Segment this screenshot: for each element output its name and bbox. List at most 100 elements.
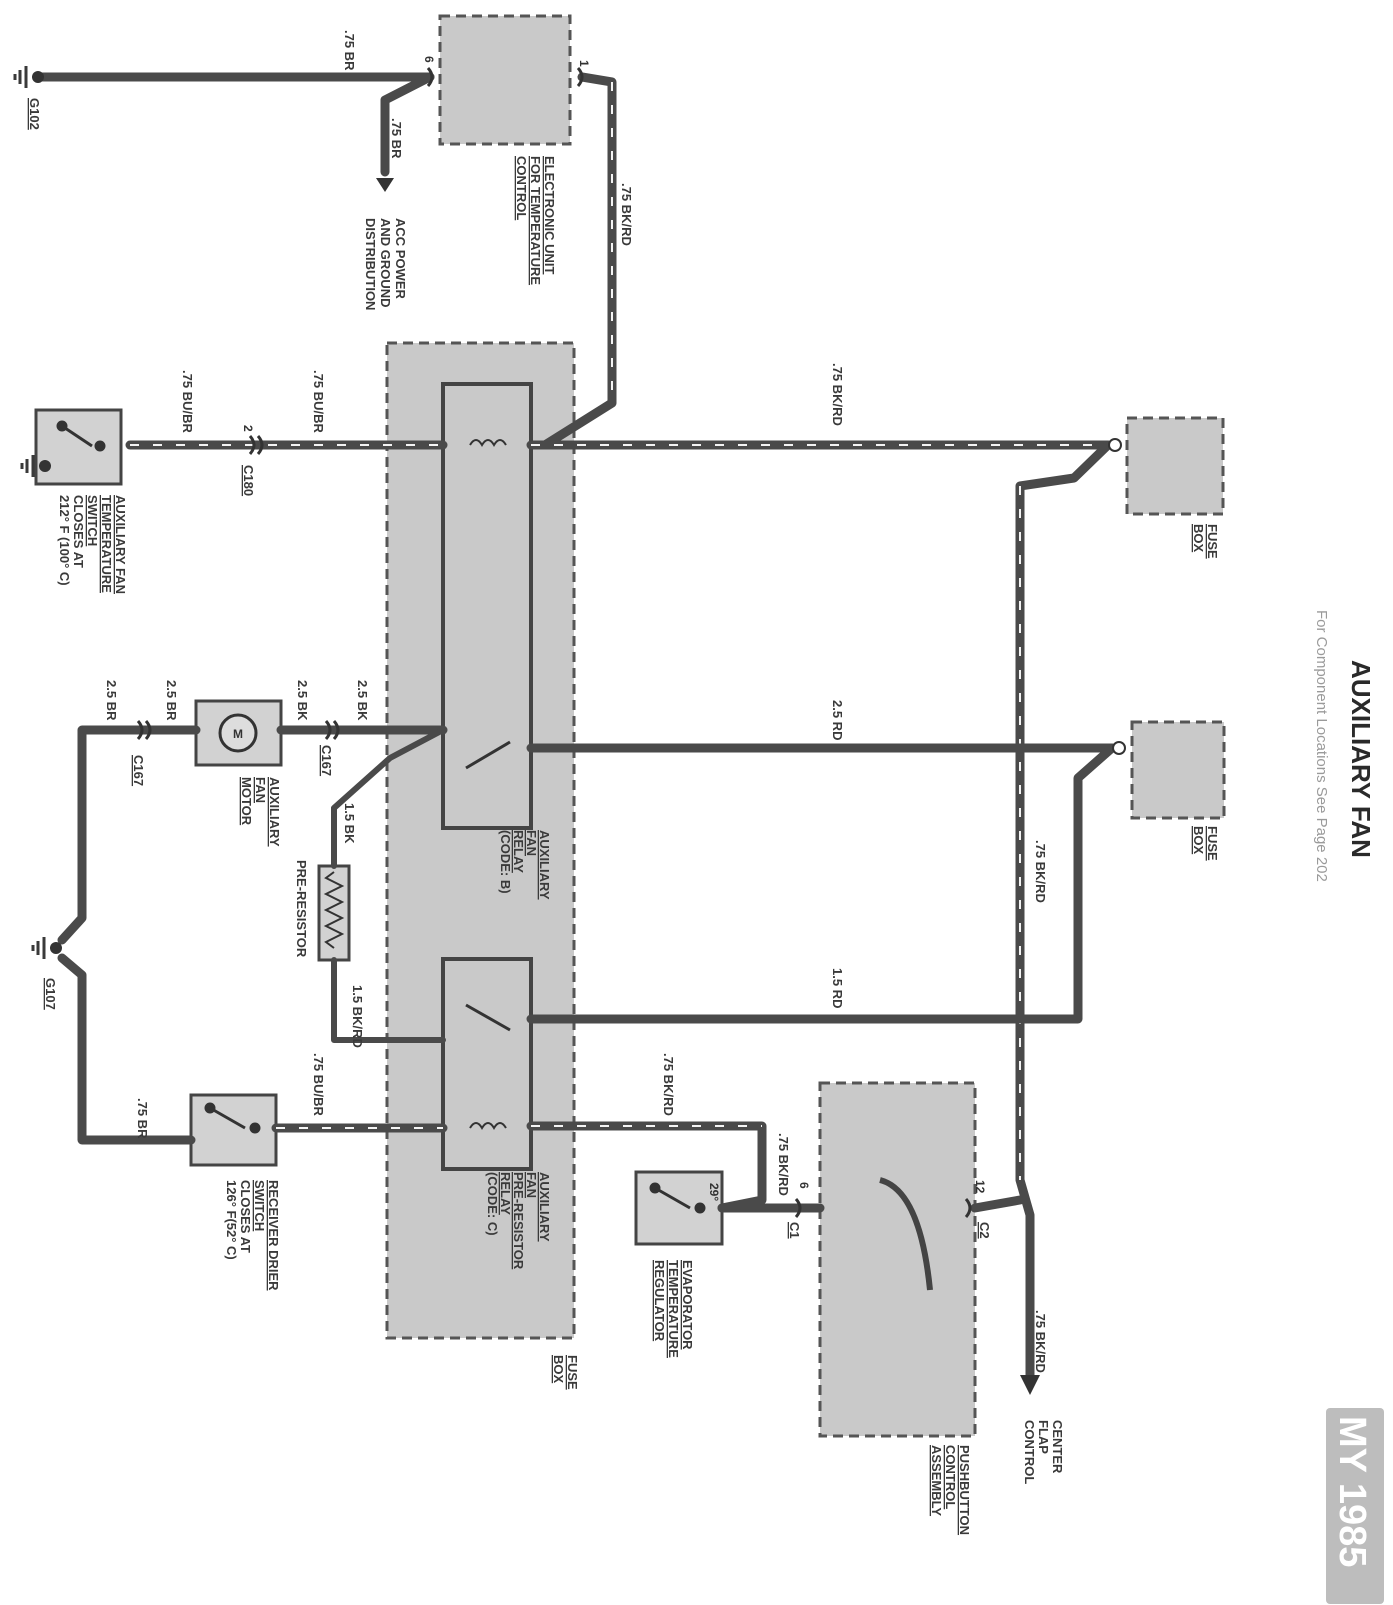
svg-text:PUSHBUTTON: PUSHBUTTON: [957, 1445, 972, 1535]
acc-power-arrow: [376, 178, 394, 192]
fuse-box-main-label: FUSE BOX: [551, 1355, 580, 1390]
svg-text:FUSE: FUSE: [565, 1355, 580, 1390]
model-year-badge: MY 1985: [1331, 1416, 1373, 1567]
svg-text:AND GROUND: AND GROUND: [378, 218, 393, 308]
aux-fan-switch-box: [34, 408, 123, 486]
pin-12: 12: [973, 1180, 987, 1194]
wire-label-w1: .75 BR: [342, 30, 357, 71]
svg-text:CONTROL: CONTROL: [514, 156, 529, 220]
pre-resistor-label: PRE-RESISTOR: [294, 860, 309, 958]
fuse-box-2-label: FUSE BOX: [1191, 826, 1220, 861]
svg-text:AUXILIARY FAN: AUXILIARY FAN: [113, 495, 128, 594]
center-flap-label: CENTER FLAP CONTROL: [1022, 1420, 1065, 1484]
wire-center-flap-trunk: [1015, 440, 1113, 1380]
svg-text:FUSE: FUSE: [1205, 826, 1220, 861]
wire-label-w17: .75 BK/RD: [661, 1053, 676, 1116]
pin-2: 2: [241, 425, 255, 432]
svg-text:BOX: BOX: [551, 1355, 566, 1384]
svg-text:AUXILIARY: AUXILIARY: [537, 830, 552, 900]
svg-text:MOTOR: MOTOR: [239, 777, 254, 826]
pre-resistor-relay-outline: [441, 957, 533, 1171]
svg-text:CONTROL: CONTROL: [943, 1445, 958, 1509]
pin-6b: 6: [797, 1182, 811, 1189]
svg-text:(CODE: C): (CODE: C): [485, 1172, 500, 1236]
svg-text:M: M: [233, 727, 243, 741]
svg-text:FAN: FAN: [524, 830, 539, 856]
pin-29: 29°: [707, 1183, 721, 1201]
wire-label-w12: 2.5 RD: [830, 700, 845, 740]
wire-label-w18: .75 BK/RD: [776, 1133, 791, 1196]
svg-text:CLOSES AT: CLOSES AT: [71, 495, 86, 568]
svg-text:BOX: BOX: [1191, 826, 1206, 855]
evaporator-regulator-label: EVAPORATOR TEMPERATURE REGULATOR: [652, 1260, 695, 1358]
wire-eu-to-relay: [540, 72, 617, 450]
fuse-box-1: [1125, 416, 1225, 516]
svg-text:TEMPERATURE: TEMPERATURE: [666, 1260, 681, 1358]
wire-label-w3: .75 BK/RD: [619, 183, 634, 246]
svg-text:EVAPORATOR: EVAPORATOR: [680, 1260, 695, 1350]
relay-contact-2: [465, 1003, 511, 1032]
center-flap-arrow: [1020, 1375, 1040, 1395]
svg-text:126° F(52° C): 126° F(52° C): [224, 1180, 239, 1260]
svg-text:FLAP: FLAP: [1036, 1420, 1051, 1454]
wire-label-w13: .75 BK/RD: [1033, 840, 1048, 903]
svg-text:AUXILIARY: AUXILIARY: [537, 1172, 552, 1242]
pushbutton-arc: [879, 1177, 933, 1291]
aux-fan-switch-label: AUXILIARY FAN TEMPERATURE SWITCH CLOSES …: [57, 495, 128, 594]
evaporator-switch-symbol: [649, 1182, 706, 1214]
svg-text:REGULATOR: REGULATOR: [652, 1260, 667, 1342]
receiver-switch-symbol: [204, 1102, 261, 1134]
svg-text:ELECTRONIC UNIT: ELECTRONIC UNIT: [542, 156, 557, 275]
wire-labels: .75 BR .75 BR .75 BK/RD .75 BU/BR .75 BU…: [104, 30, 1048, 1373]
svg-text:RECEIVER DRIER: RECEIVER DRIER: [266, 1180, 281, 1291]
aux-fan-relay-outline: [441, 382, 533, 830]
svg-text:TEMPERATURE: TEMPERATURE: [99, 495, 114, 593]
svg-text:FAN: FAN: [253, 777, 268, 803]
acc-power-label: ACC POWER AND GROUND DISTRIBUTION: [363, 218, 408, 310]
component-labels: ELECTRONIC UNIT FOR TEMPERATURE CONTROL …: [57, 156, 1220, 1535]
svg-text:FAN: FAN: [524, 1172, 539, 1198]
fuse-box-1-label: FUSE BOX: [1191, 524, 1220, 559]
resistor-zigzag: [323, 871, 345, 949]
connector-label-c167b: C167: [319, 745, 334, 776]
wire-label-w2: .75 BR: [389, 118, 404, 159]
receiver-drier-label: RECEIVER DRIER SWITCH CLOSES AT 126° F(5…: [224, 1180, 281, 1291]
model-year-badge-bg: [1326, 1408, 1384, 1604]
svg-text:BOX: BOX: [1191, 524, 1206, 553]
connector-label-c2: C2: [977, 1222, 992, 1239]
wire-label-w8: 2.5 BR: [164, 680, 179, 721]
page-title: AUXILIARY FAN: [1346, 660, 1376, 858]
svg-text:PRE-RESISTOR: PRE-RESISTOR: [511, 1172, 526, 1270]
svg-text:FOR TEMPERATURE: FOR TEMPERATURE: [528, 156, 543, 285]
wire-label-w19: .75 BR: [135, 1098, 150, 1139]
fuse-box-main: [385, 341, 576, 1340]
svg-text:212° F (100° C): 212° F (100° C): [57, 495, 72, 586]
aux-fan-relay-label: AUXILIARY FAN RELAY (CODE: B): [498, 830, 552, 900]
g102-ground-symbol: [13, 66, 44, 88]
relay-coil-2: [469, 1122, 507, 1130]
wire-preresistor-down: [331, 957, 446, 1043]
svg-text:AUXILIARY: AUXILIARY: [267, 777, 282, 847]
wire-label-w6: .75 BK/RD: [830, 363, 845, 426]
wire-1-5rd: [526, 743, 1117, 1024]
aux-switch-symbol: [56, 420, 106, 452]
motor-symbol: M: [218, 713, 258, 753]
wire-label-w5: .75 BU/BR: [311, 370, 326, 433]
wire-label-w16: .75 BU/BR: [311, 1053, 326, 1116]
electronic-unit-box: [438, 14, 572, 146]
wire-label-w7: 2.5 BR: [104, 680, 119, 721]
svg-text:CLOSES AT: CLOSES AT: [238, 1180, 253, 1253]
pin-1a: 1: [577, 60, 591, 67]
wire-label-w11: 1.5 BK: [342, 803, 357, 844]
page-subtitle: For Component Locations See Page 202: [1313, 610, 1330, 882]
wire-preresistor-up: [331, 727, 446, 869]
wire-c2: [970, 1195, 1025, 1213]
pushbutton-assembly-box: [818, 1081, 977, 1438]
wire-label-w4: .75 BU/BR: [180, 370, 195, 433]
pre-resistor-relay-label: AUXILIARY FAN PRE-RESISTOR RELAY (CODE: …: [485, 1172, 552, 1270]
svg-text:ASSEMBLY: ASSEMBLY: [929, 1445, 944, 1516]
connector-label-c1: C1: [787, 1222, 802, 1239]
svg-text:DISTRIBUTION: DISTRIBUTION: [363, 218, 378, 310]
connector-label-c180: C180: [241, 465, 256, 496]
